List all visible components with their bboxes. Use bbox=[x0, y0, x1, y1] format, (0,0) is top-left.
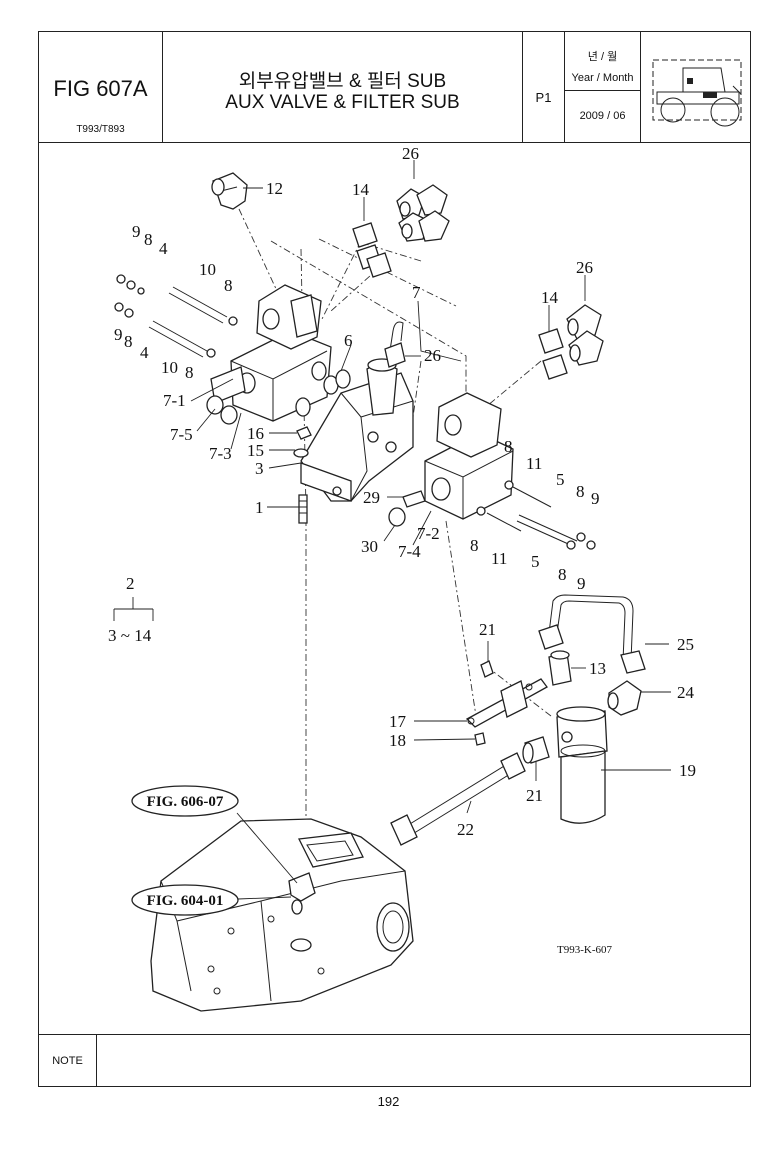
callout-9: 9 bbox=[132, 222, 141, 241]
reference-fig-604-01[interactable]: FIG. 604-01 bbox=[131, 884, 239, 916]
note-label: NOTE bbox=[39, 1035, 97, 1087]
title-block: FIG 607A T993/T893 외부유압밸브 & 필터 SUB AUX V… bbox=[39, 32, 750, 143]
callout-7: 7 bbox=[412, 283, 421, 302]
bolts-21-18 bbox=[474, 660, 494, 746]
tie-bolts-right bbox=[476, 480, 596, 550]
callout-1: 1 bbox=[255, 498, 264, 517]
date-divider bbox=[565, 90, 640, 91]
callout-30: 30 bbox=[361, 537, 378, 556]
callout-6: 6 bbox=[344, 331, 353, 350]
callout-2: 2 bbox=[126, 574, 135, 593]
fig-code: FIG 607A bbox=[53, 76, 148, 101]
callout-7-3: 7-3 bbox=[209, 444, 232, 463]
elbow-fitting-12 bbox=[211, 172, 248, 210]
callout-3-14: 3 ~ 14 bbox=[108, 626, 152, 645]
callout-29: 29 bbox=[363, 488, 380, 507]
tie-bolts-left bbox=[114, 274, 238, 358]
page-number: 192 bbox=[377, 1094, 400, 1109]
steel-pipe-25 bbox=[538, 594, 646, 674]
callout-19: 19 bbox=[679, 761, 696, 780]
callout-10: 10 bbox=[199, 260, 216, 279]
year-month-korean: 년 / 월 bbox=[587, 51, 618, 63]
callout-9: 9 bbox=[591, 489, 600, 508]
page-code: P1 bbox=[535, 90, 552, 105]
callout-7-5: 7-5 bbox=[170, 425, 193, 444]
callout-21: 21 bbox=[526, 786, 543, 805]
callout-8: 8 bbox=[576, 482, 585, 501]
revision-date: 2009 / 06 bbox=[579, 110, 626, 122]
callout-9: 9 bbox=[577, 574, 586, 593]
transmission-housing bbox=[150, 818, 414, 1012]
callout-14: 14 bbox=[541, 288, 559, 307]
callout-14: 14 bbox=[352, 180, 370, 199]
callout-22: 22 bbox=[457, 820, 474, 839]
callout-13: 13 bbox=[589, 659, 606, 678]
callout-21: 21 bbox=[479, 620, 496, 639]
nut-and-washer bbox=[293, 426, 312, 458]
callout-9: 9 bbox=[114, 325, 123, 344]
elbow-fitting-24 bbox=[607, 680, 642, 716]
valve-section-left bbox=[210, 284, 332, 422]
model-code: T993/T893 bbox=[76, 124, 125, 135]
callout-4: 4 bbox=[159, 239, 168, 258]
title-english: AUX VALVE & FILTER SUB bbox=[225, 92, 460, 113]
year-month-label: Year / Month bbox=[571, 72, 634, 84]
exploded-parts-diagram: 26 12 14 9 8 4 10 8 9 8 4 10 8 7 6 26 26… bbox=[108, 144, 696, 1012]
callout-3: 3 bbox=[255, 459, 264, 478]
title-cell: 외부유압밸브 & 필터 SUB AUX VALVE & FILTER SUB bbox=[163, 32, 523, 142]
callout-8: 8 bbox=[504, 437, 513, 456]
callout-12: 12 bbox=[266, 179, 283, 198]
svg-text:FIG. 604-01: FIG. 604-01 bbox=[147, 893, 224, 909]
adapter-21 bbox=[522, 736, 550, 764]
callout-7-4: 7-4 bbox=[398, 542, 421, 561]
callout-5: 5 bbox=[531, 552, 540, 571]
callout-8: 8 bbox=[185, 363, 194, 382]
tractor-location-icon bbox=[652, 59, 742, 127]
callout-16: 16 bbox=[247, 424, 264, 443]
hydraulic-hose-22 bbox=[390, 752, 526, 846]
o-rings bbox=[206, 361, 406, 527]
page-code-cell: P1 bbox=[523, 32, 565, 142]
stud-bolt-1 bbox=[298, 494, 308, 524]
quick-coupler-group-upper bbox=[396, 184, 450, 242]
callout-11: 11 bbox=[491, 549, 507, 568]
callout-5: 5 bbox=[556, 470, 565, 489]
adapter-nipples-14 bbox=[352, 222, 568, 380]
callout-18: 18 bbox=[389, 731, 406, 750]
callout-11: 11 bbox=[526, 454, 542, 473]
date-cell: 년 / 월 Year / Month 2009 / 06 bbox=[565, 32, 641, 142]
title-korean: 외부유압밸브 & 필터 SUB bbox=[238, 71, 447, 92]
callout-8: 8 bbox=[558, 565, 567, 584]
callout-17: 17 bbox=[389, 712, 407, 731]
callout-8: 8 bbox=[470, 536, 479, 555]
callout-26: 26 bbox=[402, 144, 419, 163]
callout-8: 8 bbox=[224, 276, 233, 295]
callout-4: 4 bbox=[140, 343, 149, 362]
note-section: NOTE bbox=[39, 1034, 750, 1088]
mounting-bracket-17 bbox=[465, 678, 548, 728]
fig-code-cell: FIG 607A T993/T893 bbox=[39, 32, 163, 142]
reference-fig-606-07[interactable]: FIG. 606-07 bbox=[131, 785, 239, 817]
callout-26: 26 bbox=[576, 258, 593, 277]
quick-coupler-group-right bbox=[566, 304, 604, 366]
hydraulic-filter-19 bbox=[556, 706, 608, 824]
svg-text:FIG. 606-07: FIG. 606-07 bbox=[147, 794, 224, 810]
valve-section-right bbox=[402, 392, 514, 520]
callout-8: 8 bbox=[144, 230, 153, 249]
callout-26: 26 bbox=[424, 346, 441, 365]
callout-7-1: 7-1 bbox=[163, 391, 186, 410]
callout-7-2: 7-2 bbox=[417, 524, 440, 543]
manifold-block bbox=[300, 358, 414, 502]
straight-fitting-13 bbox=[548, 650, 572, 686]
callout-25: 25 bbox=[677, 635, 694, 654]
callout-10: 10 bbox=[161, 358, 178, 377]
callout-15: 15 bbox=[247, 441, 264, 460]
callout-8: 8 bbox=[124, 332, 133, 351]
drawing-frame: FIG 607A T993/T893 외부유압밸브 & 필터 SUB AUX V… bbox=[38, 31, 751, 1087]
callout-24: 24 bbox=[677, 683, 695, 702]
drawing-code: T993-K-607 bbox=[557, 944, 612, 956]
breather-fitting-26 bbox=[384, 321, 406, 368]
